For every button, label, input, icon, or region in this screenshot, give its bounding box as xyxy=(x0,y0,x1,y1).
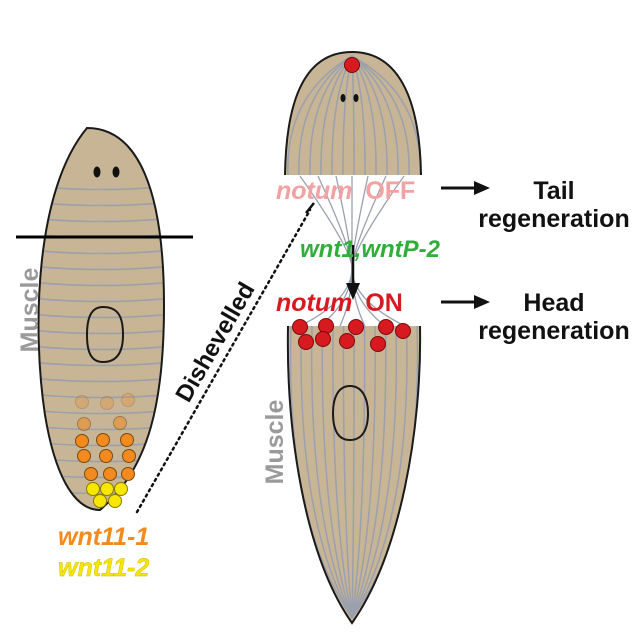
wnt11-1-cell xyxy=(77,417,91,431)
wnt11-2-label: wnt11-2 xyxy=(58,554,149,582)
head-regeneration-line1: Head xyxy=(523,289,584,317)
wnt11-1-label: wnt11-1 xyxy=(58,523,149,551)
notum-cell xyxy=(348,319,364,335)
notum-on-label: notum ON xyxy=(276,289,403,317)
wnt11-2-cell xyxy=(114,482,128,496)
muscle-fiber xyxy=(351,326,408,619)
anterior-notum-cell xyxy=(344,57,360,73)
tail-regeneration-line2: regeneration xyxy=(478,205,629,233)
wnt11-1-cell xyxy=(99,449,113,463)
tail-regeneration-line1: Tail xyxy=(533,177,574,205)
muscle-fiber xyxy=(351,326,387,619)
wnt11-1-cell xyxy=(121,467,135,481)
wnt11-1-cell xyxy=(103,467,117,481)
wnt11-1-cell xyxy=(75,395,89,409)
left-eye-icon xyxy=(112,166,120,178)
down-arrow-icon xyxy=(346,283,360,300)
muscle-fiber xyxy=(332,326,353,619)
wnt11-2-cells xyxy=(86,482,128,508)
wnt11-1-cell xyxy=(96,433,110,447)
notum-on-state: ON xyxy=(365,289,403,317)
notum-cell xyxy=(370,336,386,352)
right-tail-outline xyxy=(286,325,422,625)
muscle-fiber xyxy=(351,326,355,619)
left-body xyxy=(38,128,165,510)
wnt11-1-cell xyxy=(113,416,127,430)
wnt11-2-cell xyxy=(86,482,100,496)
wnt11-2-cell xyxy=(108,494,122,508)
notum-off-label: notum OFF xyxy=(276,177,415,205)
notum-cell xyxy=(318,318,334,334)
wnt11-1-cells xyxy=(75,393,136,481)
left-pharynx xyxy=(85,305,125,364)
notum-off-gene: notum xyxy=(276,177,352,205)
notum-on-cells xyxy=(292,318,411,352)
wnt11-2-cell xyxy=(100,482,114,496)
notum-cell xyxy=(298,334,314,350)
right-eye-icon xyxy=(340,94,346,102)
wnt11-1-cell xyxy=(121,393,135,407)
notum-cell xyxy=(395,323,411,339)
right-head-outline xyxy=(284,50,422,176)
muscle-fiber xyxy=(351,326,376,619)
wnt1-label: wnt1,wntP-2 xyxy=(300,236,441,263)
muscle-fiber xyxy=(300,326,353,619)
notum-cell xyxy=(292,319,308,335)
tail-arrow-icon xyxy=(474,181,490,195)
muscle-fiber xyxy=(351,55,399,175)
wnt11-1-cell xyxy=(84,467,98,481)
muscle-fiber xyxy=(321,326,353,619)
notum-cell xyxy=(339,333,355,349)
right-eye-icon xyxy=(353,94,359,102)
notum-on-gene: notum xyxy=(276,289,352,317)
muscle-fiber xyxy=(351,326,366,619)
notum-cell xyxy=(315,331,331,347)
muscle-fiber xyxy=(298,55,353,175)
notum-off-state: OFF xyxy=(365,177,415,205)
head-arrow-icon xyxy=(474,295,490,309)
connector-tick xyxy=(305,202,315,214)
muscle-fiber xyxy=(351,55,410,175)
muscle-label-right: Muscle xyxy=(261,400,289,485)
wnt11-1-cell xyxy=(122,449,136,463)
muscle-fiber xyxy=(287,55,353,175)
right-planarian xyxy=(284,50,422,625)
wnt11-2-cell xyxy=(93,494,107,508)
wnt11-1-cell xyxy=(75,434,89,448)
dishevelled-connector xyxy=(135,208,312,514)
muscle-label-left: Muscle xyxy=(16,268,44,353)
head-regeneration-line2: regeneration xyxy=(478,317,629,345)
muscle-fiber xyxy=(351,326,398,619)
left-eye-icon xyxy=(93,166,101,178)
muscle-fiber xyxy=(342,326,353,619)
right-pharynx xyxy=(331,384,370,442)
notum-cell xyxy=(378,319,394,335)
wnt11-1-cell xyxy=(100,396,114,410)
wnt11-1-cell xyxy=(77,449,91,463)
dishevelled-label: Dishevelled xyxy=(170,278,260,407)
left-body-outline xyxy=(37,126,166,512)
wnt11-1-cell xyxy=(120,433,134,447)
muscle-fiber xyxy=(309,55,353,175)
muscle-fiber xyxy=(310,326,353,619)
